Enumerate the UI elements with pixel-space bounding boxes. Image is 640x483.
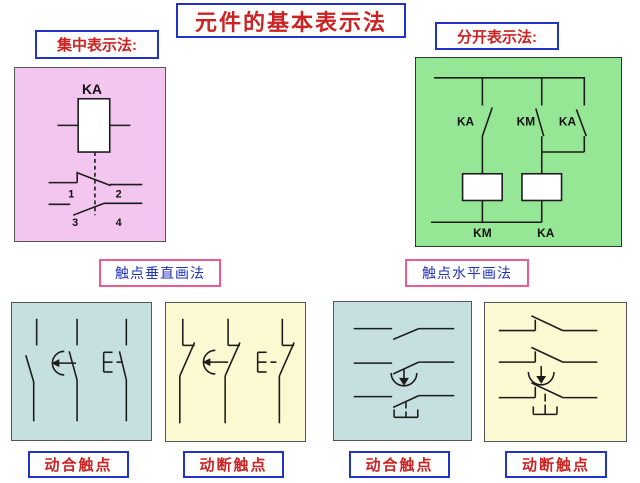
middle-branch xyxy=(521,77,563,223)
arrow-head xyxy=(202,358,211,367)
no-contacts-horizontal-symbols xyxy=(353,327,455,419)
separated-diagram-panel: KA KM KA KM KA xyxy=(415,57,622,247)
coil-label: KA xyxy=(537,226,555,240)
no-contact-manual xyxy=(353,394,455,419)
right-branch xyxy=(541,109,588,153)
no-contact-label-vertical: 动合触点 xyxy=(28,451,129,478)
nc-contact-label-horizontal: 动断触点 xyxy=(505,451,607,478)
relay-device-label: KA xyxy=(82,81,102,97)
no-contacts-vertical-panel xyxy=(11,302,152,441)
separated-circuit-diagram: KA KM KA KM KA xyxy=(430,76,588,240)
nc-contacts-vertical-panel xyxy=(165,302,306,442)
terminal-number: 3 xyxy=(72,217,78,229)
left-branch xyxy=(461,77,503,223)
vertical-drawing-label: 触点垂直画法 xyxy=(99,259,221,287)
centralized-relay-diagram: KA 1 2 3 4 xyxy=(48,81,143,229)
contact-label: KA xyxy=(559,114,577,128)
nc-contact-manual xyxy=(498,382,598,416)
coil-label: KM xyxy=(473,226,492,240)
horizontal-drawing-label: 触点水平画法 xyxy=(405,259,529,287)
nc-contact-plain xyxy=(498,315,598,332)
no-contact-label-horizontal: 动合触点 xyxy=(349,451,450,478)
nc-contacts-horizontal-panel xyxy=(484,302,627,442)
nc-contact-manual xyxy=(256,318,295,424)
no-contacts-horizontal-panel xyxy=(333,301,472,441)
coil-symbol xyxy=(521,172,563,202)
centralized-method-label: 集中表示法: xyxy=(35,30,159,59)
no-contact-manual xyxy=(102,318,128,422)
arrow-head xyxy=(51,359,60,368)
terminal-number: 4 xyxy=(116,217,122,229)
nc-contact-label-vertical: 动断触点 xyxy=(183,451,284,478)
coil-symbol xyxy=(461,172,503,202)
contact-label: KA xyxy=(457,114,475,128)
top-bus-line xyxy=(433,76,586,106)
arrow-head xyxy=(399,377,409,386)
relay-coil-symbol xyxy=(77,97,111,153)
no-contacts-vertical-symbols xyxy=(25,318,128,422)
separated-method-label: 分开表示法: xyxy=(435,22,559,50)
contact-label: KM xyxy=(517,114,536,128)
centralized-diagram-panel: KA 1 2 3 4 xyxy=(14,67,166,242)
nc-contact-plain xyxy=(179,318,196,424)
no-contact-3-4 xyxy=(48,202,143,216)
nc-contact-spring-return xyxy=(498,346,598,386)
no-contact-spring-return xyxy=(353,361,455,387)
nc-contacts-horizontal-symbols xyxy=(498,315,598,416)
arrow-head xyxy=(536,375,547,384)
terminal-number: 1 xyxy=(68,188,74,200)
no-contact-plain xyxy=(353,327,455,341)
terminal-number: 2 xyxy=(116,188,122,200)
nc-contact-1-2 xyxy=(48,171,143,187)
no-contact-plain xyxy=(25,318,38,422)
nc-contact-spring-return xyxy=(202,318,241,424)
page-title: 元件的基本表示法 xyxy=(176,3,406,38)
no-contact-spring-return xyxy=(51,318,78,422)
nc-contacts-vertical-symbols xyxy=(179,318,295,424)
